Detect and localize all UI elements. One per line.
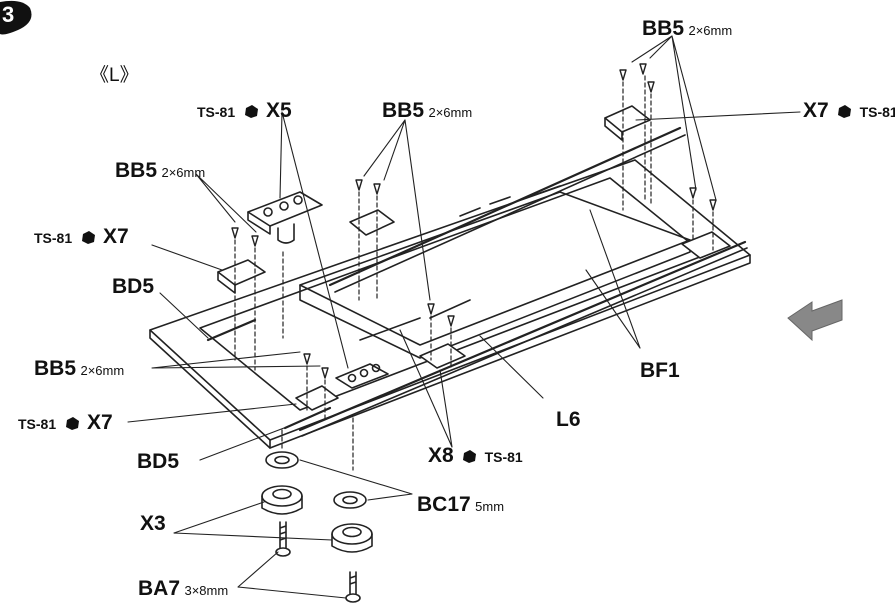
label-l6: L6: [556, 408, 581, 431]
hex-nut-icon: [463, 450, 477, 463]
x5-part: [247, 191, 323, 244]
label-x8: X8 TS-81: [428, 445, 523, 466]
qty: X7: [803, 99, 829, 122]
label-bd5-upper: BD5: [112, 275, 155, 298]
qty: X8: [428, 444, 454, 467]
bolt-ba7-left: [275, 521, 291, 557]
bushing-x3-right: [331, 523, 373, 553]
label-bc17: BC17 5mm: [417, 494, 504, 515]
part-size: 2×6mm: [428, 105, 473, 120]
tool-code: TS-81: [34, 230, 73, 246]
part-code: BC17: [417, 493, 471, 516]
part-size: 2×6mm: [688, 23, 733, 38]
label-bb5-lower-left: BB5 2×6mm: [34, 358, 124, 379]
hex-nut-icon: [244, 105, 258, 118]
bracket-center: [349, 209, 395, 236]
part-code: BB5: [34, 357, 77, 380]
view-label: 《L》: [90, 65, 139, 86]
part-size: 2×6mm: [161, 165, 206, 180]
part-size: 3×8mm: [184, 583, 229, 598]
part-code: BA7: [138, 577, 181, 600]
bolt-ba7-right: [345, 571, 361, 603]
bracket-left-upper: [217, 259, 266, 294]
screw-group: [231, 63, 717, 379]
bracket-right-top: [604, 105, 651, 141]
qty: X7: [103, 225, 129, 248]
bushing-x3-left: [261, 485, 303, 515]
part-code: BB5: [642, 17, 685, 40]
tool-code: TS-81: [197, 104, 236, 120]
tool-code: TS-81: [18, 416, 57, 432]
label-x7-left-lower: TS-81 X7: [18, 412, 113, 433]
x5-part-lower: [335, 363, 389, 389]
bracket-middle-lower: [419, 343, 466, 369]
direction-arrow-icon: [787, 299, 843, 342]
washer-bc17-right: [333, 491, 367, 509]
label-bf1: BF1: [640, 359, 680, 382]
step-badge-shape: [0, 0, 32, 35]
hex-nut-icon: [81, 231, 95, 244]
part-size: 5mm: [475, 499, 505, 514]
label-x5: TS-81 X5: [197, 100, 292, 121]
part-size: 2×6mm: [80, 363, 125, 378]
hex-nut-icon: [65, 417, 79, 430]
bracket-right-lower: [681, 231, 731, 259]
label-x3: X3: [140, 512, 166, 535]
rod-l6: [298, 240, 747, 432]
label-x7-right: X7 TS-81: [803, 100, 895, 121]
qty: X7: [87, 411, 113, 434]
label-x7-left-upper: TS-81 X7: [34, 226, 129, 247]
rod-bf1: [328, 126, 682, 287]
part-code: BB5: [115, 159, 158, 182]
tool-code: TS-81: [484, 449, 523, 465]
chassis-plate: [149, 159, 751, 441]
rod-bd5-upper: [206, 318, 257, 342]
tool-code: TS-81: [859, 104, 895, 120]
step-number: 3: [2, 2, 15, 27]
washer-bc17-left: [265, 451, 299, 469]
qty: X5: [266, 99, 292, 122]
hex-nut-icon: [838, 105, 852, 118]
part-code: BB5: [382, 99, 425, 122]
label-bd5-lower: BD5: [137, 450, 180, 473]
label-bb5-top-middle: BB5 2×6mm: [382, 100, 472, 121]
rod-bd5-lower: [283, 406, 332, 430]
label-bb5-top-right: BB5 2×6mm: [642, 18, 732, 39]
label-bb5-top-left: BB5 2×6mm: [115, 160, 205, 181]
label-ba7: BA7 3×8mm: [138, 578, 228, 599]
